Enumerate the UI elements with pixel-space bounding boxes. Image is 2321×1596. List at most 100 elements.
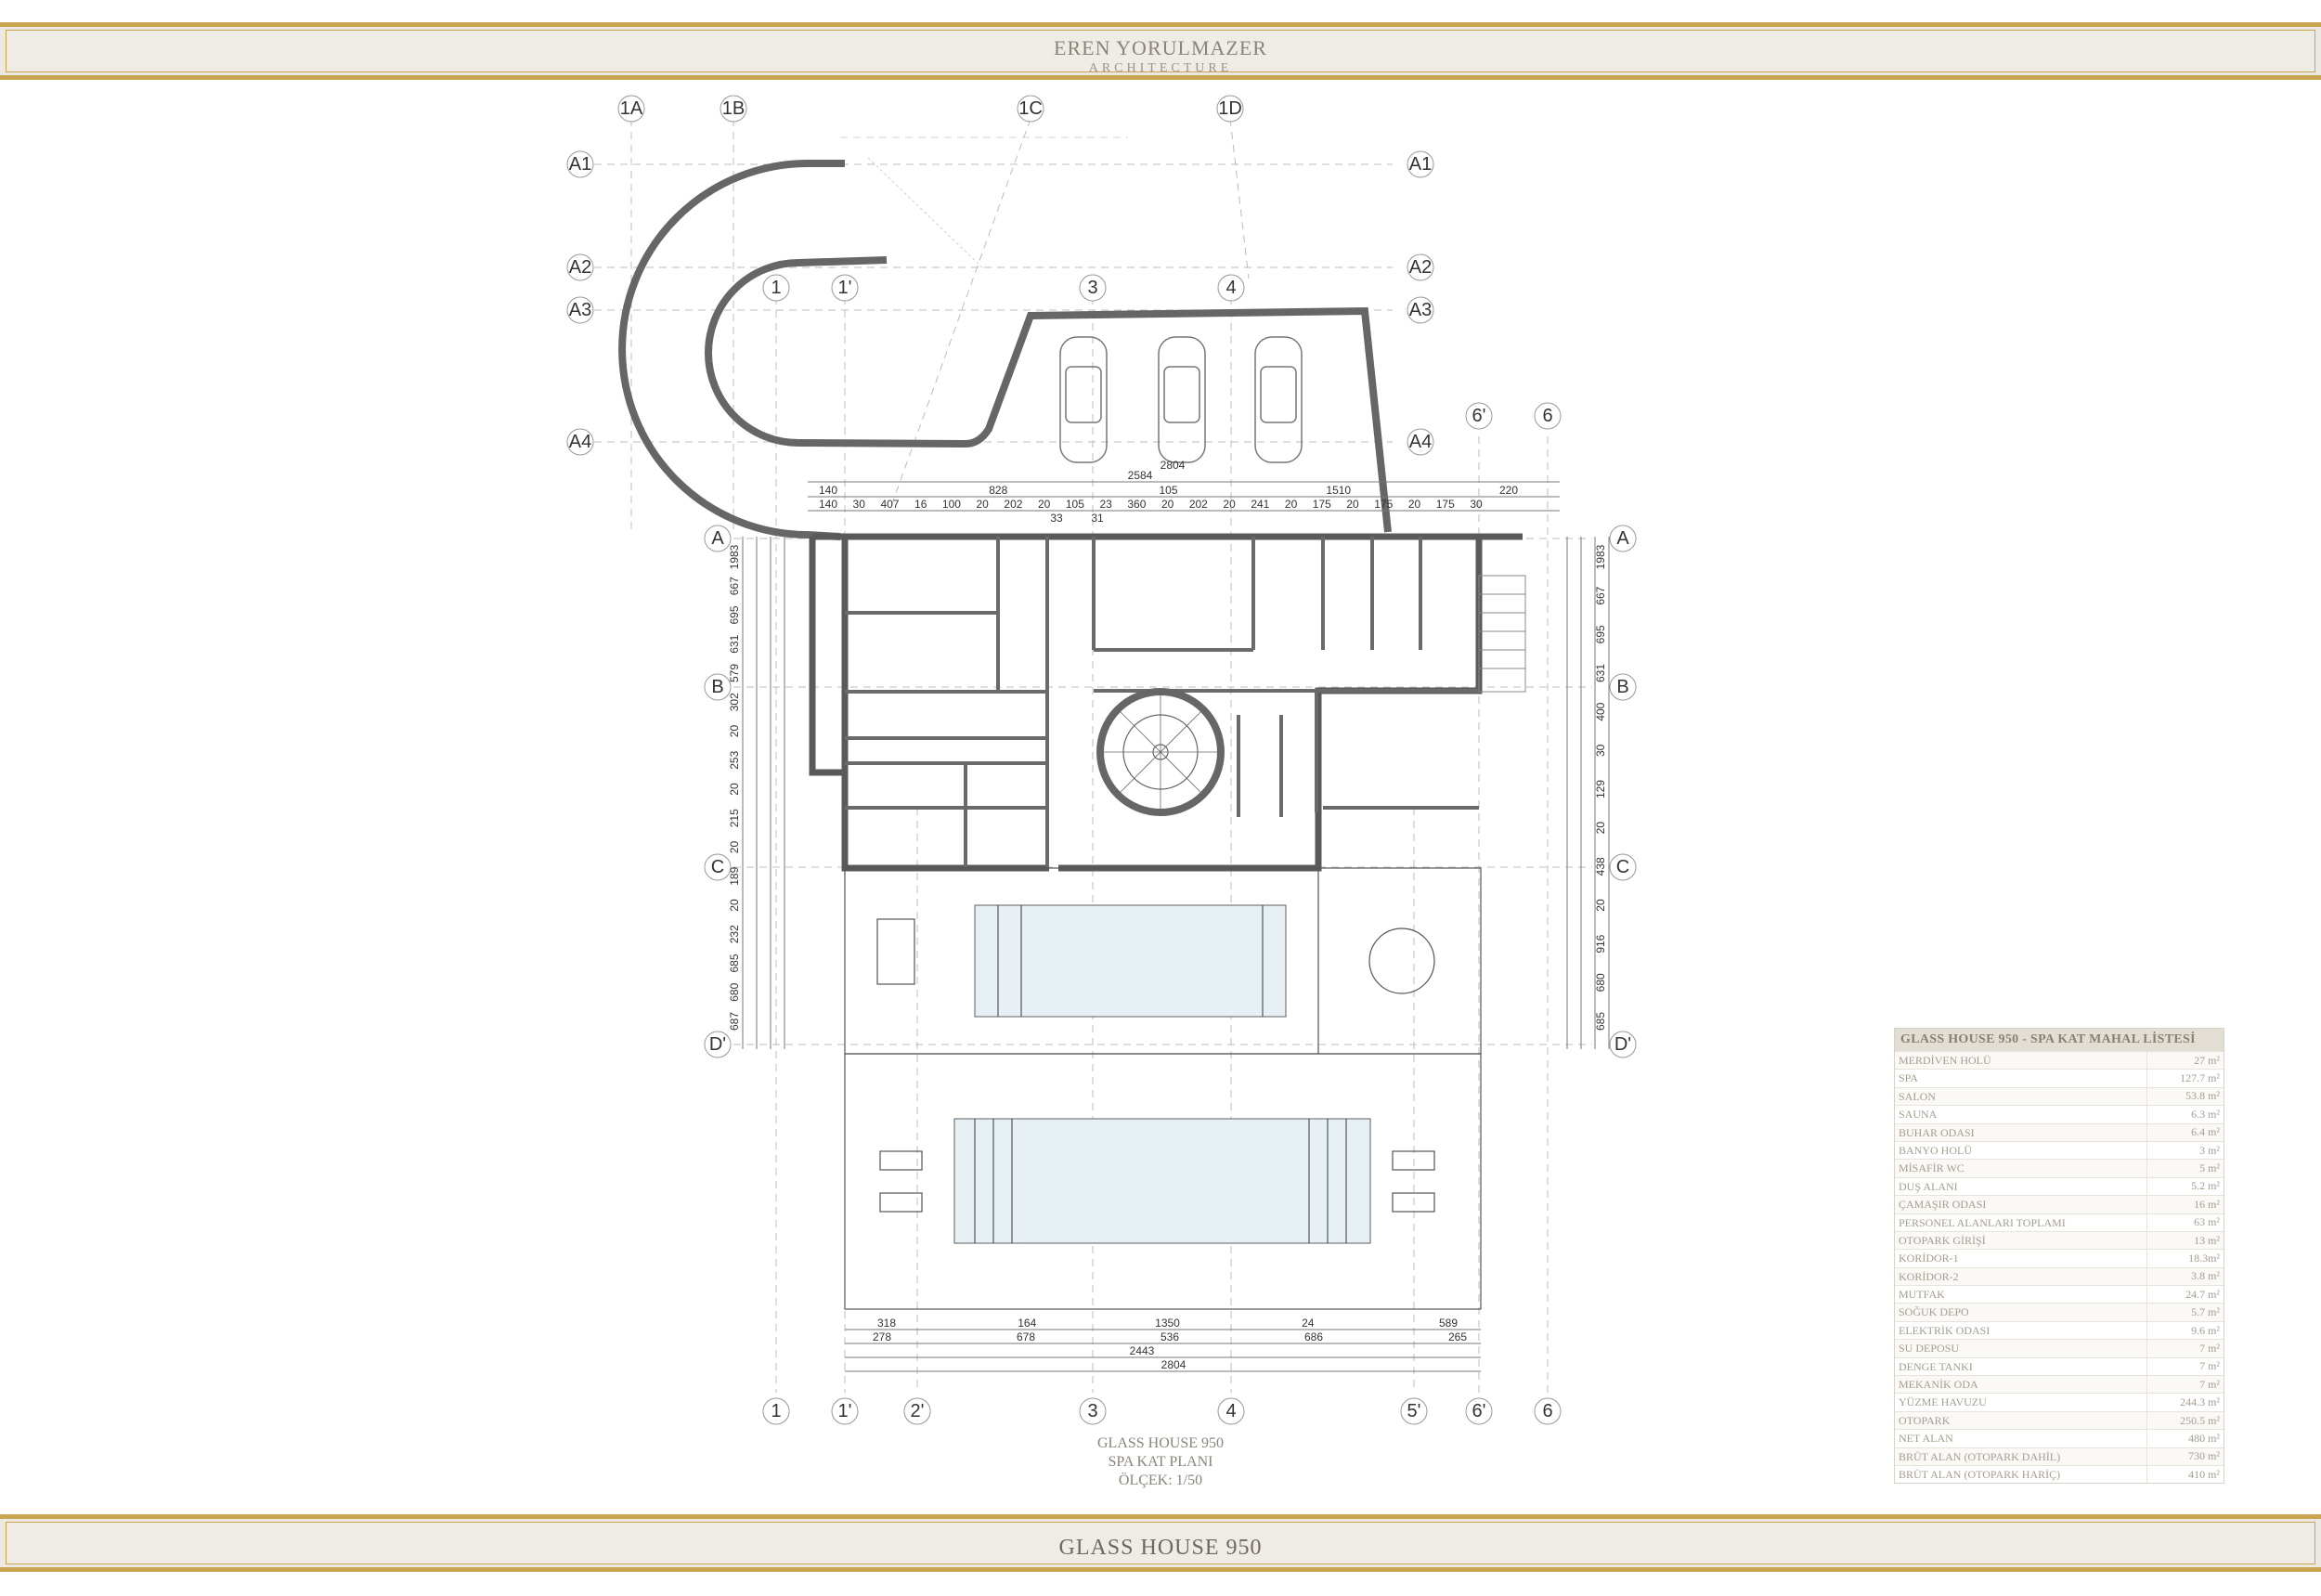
dimension-text: 667 (728, 577, 741, 595)
axis-label-b-right: B (1616, 677, 1628, 697)
room-area: 3 m² (2199, 1143, 2220, 1157)
room-name: NET ALAN (1895, 1430, 2147, 1447)
axis-col-label-top-6p: 6' (1472, 406, 1486, 426)
dimension-text: 2804 (1161, 1358, 1186, 1371)
dimension-text: 220 (1499, 484, 1518, 497)
dimension-text: 631 (728, 634, 741, 653)
axis-label-a-left: A (711, 528, 724, 549)
dimension-text: 1983 (728, 544, 741, 569)
room-schedule-row: KORİDOR-2 3.8 m² (1895, 1266, 2224, 1286)
dimension-text: 20 (1594, 822, 1607, 835)
dimension-text: 20 (728, 783, 741, 796)
room-area: 5 m² (2199, 1161, 2220, 1175)
dimension-text: 1350 (1155, 1317, 1180, 1330)
grid-label-1d: 1D (1218, 98, 1242, 119)
axis-col-label-3: 3 (1087, 1401, 1097, 1421)
room-name: MEKANİK ODA (1895, 1376, 2147, 1394)
dimension-text: 265 (1448, 1330, 1467, 1343)
grid-label-1c: 1C (1018, 98, 1043, 119)
axis-label-d-left: D' (709, 1034, 726, 1055)
floor-plan: 1A 1B 1C 1D A1 A2 A3 A4 A1 A2 A3 A4 A B … (566, 95, 1637, 1425)
room-name: DUŞ ALANI (1895, 1177, 2147, 1196)
dimension-text: 631 (1594, 664, 1607, 682)
axis-col-label-top-1: 1 (771, 278, 781, 298)
dimension-text: 360 (1127, 498, 1146, 511)
axis-label-c-left: C (711, 857, 724, 877)
room-schedule-row: BUHAR ODASI 6.4 m² (1895, 1122, 2224, 1141)
header-band: EREN YORULMAZER ARCHITECTURE (0, 22, 2321, 80)
room-name: KORİDOR-2 (1895, 1267, 2147, 1286)
room-schedule-row: SPA 127.7 m² (1895, 1069, 2224, 1087)
interior-walls (845, 537, 1479, 868)
room-area: 53.8 m² (2185, 1089, 2220, 1103)
room-schedule-row: SU DEPOSU 7 m² (1895, 1339, 2224, 1357)
axis-col-label-6: 6 (1542, 1401, 1552, 1421)
room-name: MİSAFİR WC (1895, 1160, 2147, 1177)
room-area: 6.4 m² (2191, 1125, 2220, 1139)
dimension-text: 175 (1313, 498, 1331, 511)
room-area: 27 m² (2194, 1053, 2220, 1067)
grid-label-1b: 1B (722, 98, 745, 119)
room-schedule-row: BRÜT ALAN (OTOPARK HARİÇ)410 m² (1895, 1464, 2224, 1484)
dimension-text: 20 (728, 725, 741, 738)
room-area: 63 m² (2194, 1215, 2220, 1229)
room-schedule-row: BRÜT ALAN (OTOPARK DAHİL)730 m² (1895, 1447, 2224, 1465)
room-name: YÜZME HAVUZU (1895, 1394, 2147, 1411)
outdoor-pool-area (844, 1053, 1482, 1310)
room-name: ELEKTRİK ODASI (1895, 1321, 2147, 1340)
driveway-ramp (618, 160, 1392, 540)
room-area: 9.6 m² (2191, 1323, 2220, 1337)
room-name: SOĞUK DEPO (1895, 1304, 2147, 1321)
axis-col-label-top-6: 6 (1542, 406, 1552, 426)
dimension-text: 189 (728, 866, 741, 885)
dimension-text: 105 (1159, 484, 1177, 497)
parked-cars (1059, 336, 1303, 463)
dimension-text: 105 (1066, 498, 1084, 511)
spiral-staircase (1096, 688, 1225, 816)
room-schedule-title: GLASS HOUSE 950 - SPA KAT MAHAL LİSTESİ (1895, 1029, 2224, 1051)
room-name: SU DEPOSU (1895, 1340, 2147, 1357)
axis-label-d-right: D' (1614, 1034, 1631, 1055)
dimension-text: 678 (1017, 1330, 1035, 1343)
plan-title-line-2: SPA KAT PLANI (1108, 1454, 1213, 1470)
dimension-text: 20 (1408, 498, 1421, 511)
axis-label-a-right: A (1616, 528, 1629, 549)
room-area: 7 m² (2199, 1377, 2220, 1391)
dimension-text: 302 (728, 693, 741, 711)
axis-col-label-4: 4 (1225, 1401, 1236, 1421)
dimension-text: 438 (1594, 857, 1607, 876)
dimension-text: 30 (853, 498, 866, 511)
dimension-text: 215 (728, 809, 741, 827)
dimension-text: 232 (728, 925, 741, 943)
dimension-text: 20 (728, 899, 741, 912)
room-name: BUHAR ODASI (1895, 1123, 2147, 1141)
room-area: 3.8 m² (2191, 1269, 2220, 1283)
dimension-text: 20 (1346, 498, 1359, 511)
axis-label-b-left: B (711, 677, 723, 697)
dimension-text: 20 (1161, 498, 1174, 511)
room-area: 7 m² (2199, 1341, 2220, 1355)
plan-title: GLASS HOUSE 950 SPA KAT PLANI ÖLÇEK: 1/5… (1021, 1434, 1300, 1490)
grid-label-a3-left: A3 (569, 300, 591, 320)
footer-title: GLASS HOUSE 950 (1058, 1536, 1263, 1560)
dimension-text: 685 (1594, 1012, 1607, 1031)
axis-col-label-top-1p: 1' (838, 278, 852, 298)
room-schedule-table: GLASS HOUSE 950 - SPA KAT MAHAL LİSTESİ … (1894, 1028, 2224, 1485)
room-name: SPA (1895, 1070, 2147, 1087)
grid-label-a4-left: A4 (569, 432, 591, 452)
dimension-text: 241 (1251, 498, 1269, 511)
room-area: 127.7 m² (2180, 1071, 2220, 1085)
dimension-text: 30 (1470, 498, 1483, 511)
plan-title-line-1: GLASS HOUSE 950 (1096, 1435, 1224, 1451)
dimension-text: 680 (1594, 973, 1607, 992)
dimension-text: 685 (728, 954, 741, 972)
dimension-text: 2584 (1128, 469, 1153, 482)
